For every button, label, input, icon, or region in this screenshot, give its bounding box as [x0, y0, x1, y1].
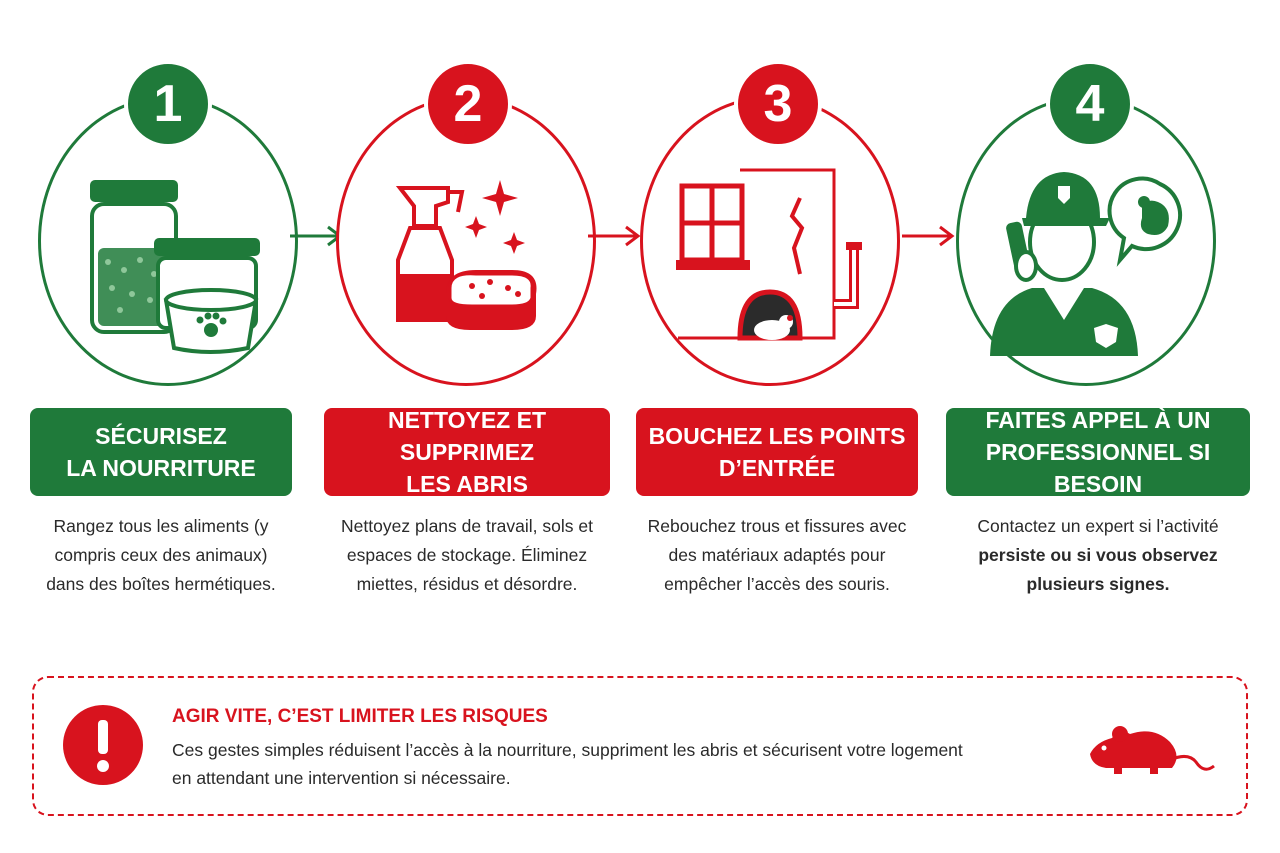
callout-box	[32, 676, 1248, 816]
food-container-icon	[90, 180, 260, 354]
step-2-number: 2	[424, 60, 512, 148]
mouse-icon	[1090, 726, 1215, 774]
arrow-2-icon	[588, 225, 641, 247]
step-4-number: 4	[1046, 60, 1134, 148]
wall-hole-icon	[676, 168, 862, 341]
step-2-circle	[336, 96, 596, 386]
exclamation-icon	[63, 705, 143, 785]
step-4-description: Contactez un expert si l’activité persis…	[977, 516, 1219, 594]
step-3-number: 3	[734, 60, 822, 148]
callout-text: Ces gestes simples réduisent l’accès à l…	[172, 740, 963, 788]
step-1-number: 1	[124, 60, 212, 148]
cleaning-spray-icon	[395, 180, 537, 330]
pest-control-professional-icon	[990, 172, 1183, 356]
arrow-3-icon	[902, 225, 955, 247]
callout-title: AGIR VITE, C’EST LIMITER LES RISQUES	[172, 706, 548, 727]
step-3-description: Rebouchez trous et fissures avec des mat…	[647, 516, 907, 594]
step-1-description: Rangez tous les aliments (y compris ceux…	[46, 516, 276, 594]
step-2-description: Nettoyez plans de travail, sols et espac…	[341, 516, 593, 594]
